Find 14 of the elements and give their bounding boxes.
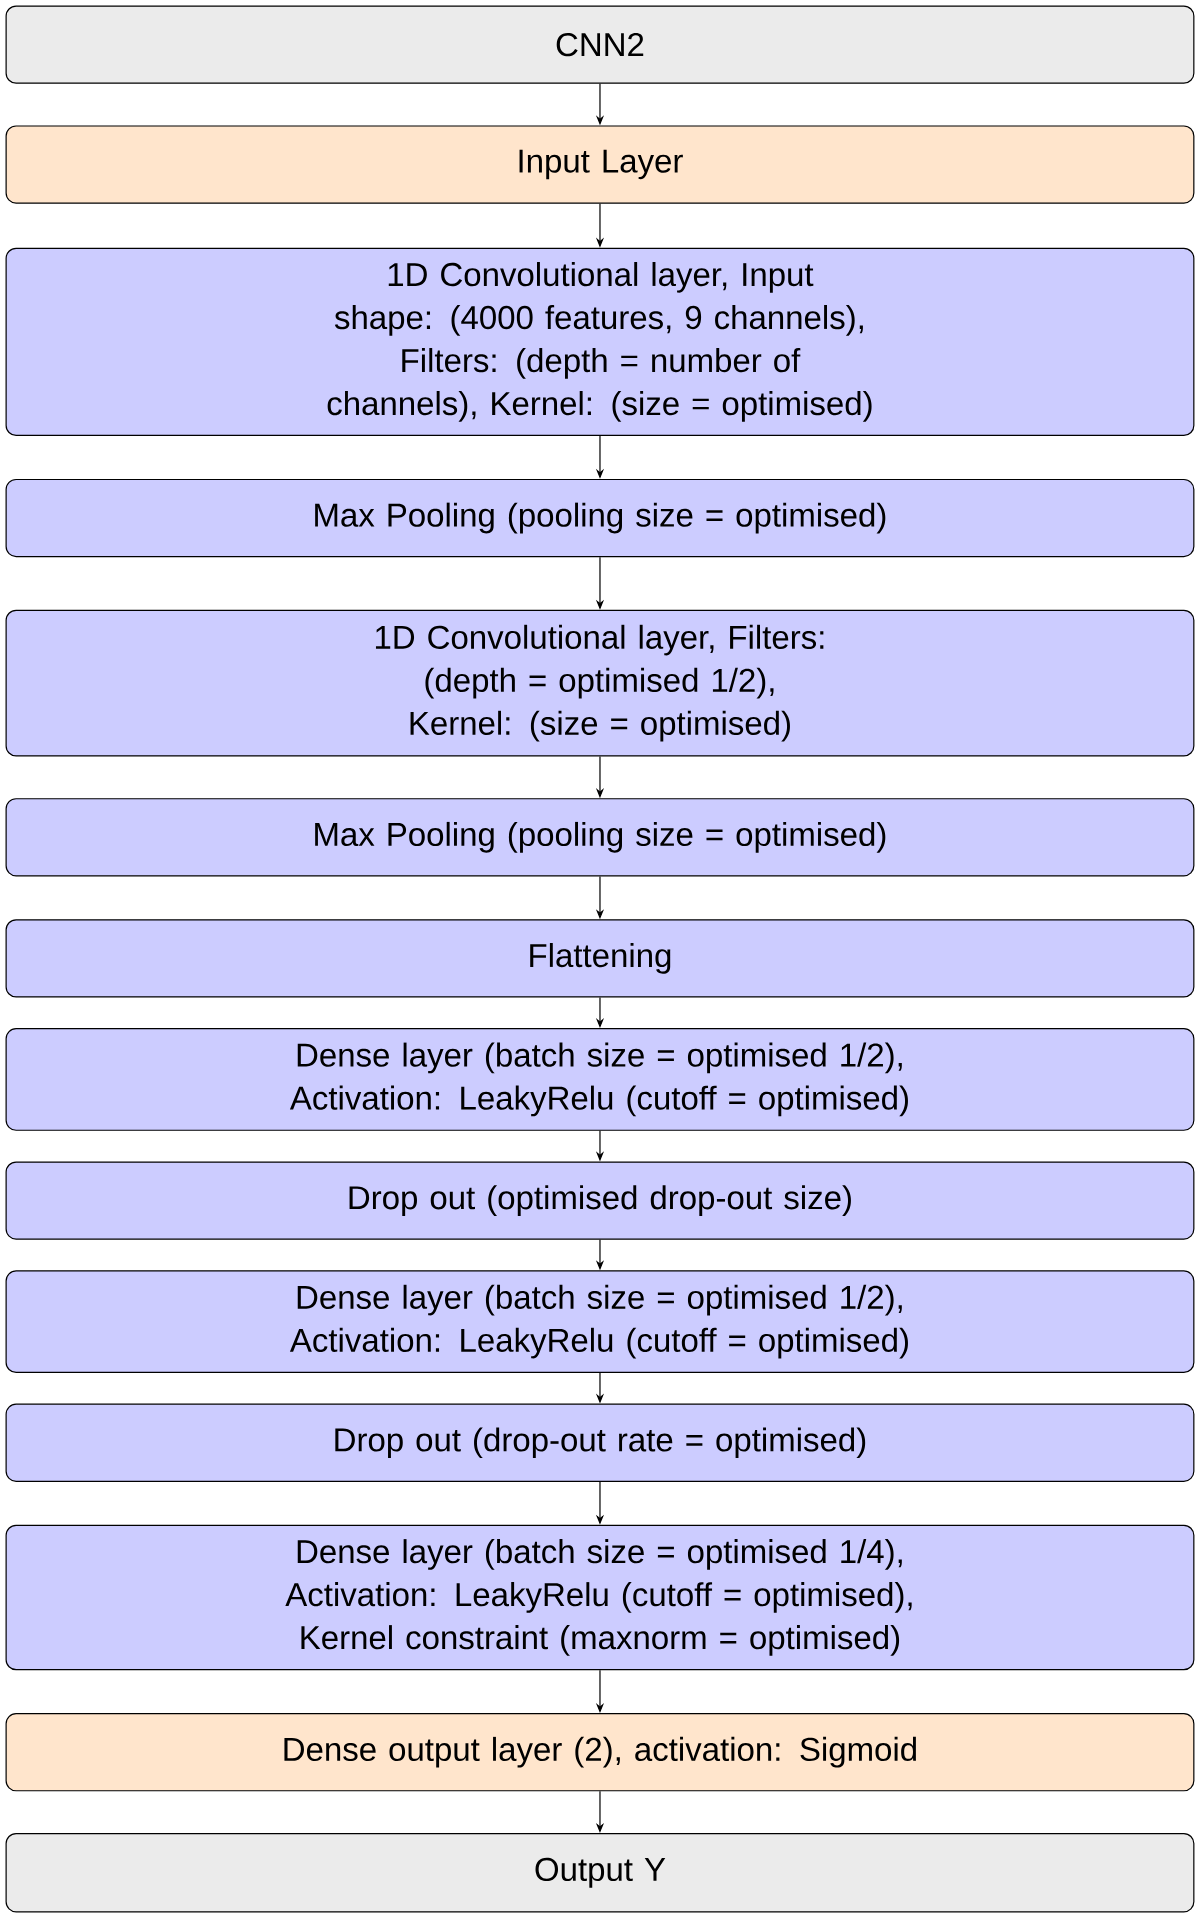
layer-box: Max Pooling (pooling size = optimised) xyxy=(5,798,1195,877)
terminal-box: Output Y xyxy=(5,1832,1195,1913)
layer-box: Dense layer (batch size = optimised 1/4), Activation: LeakyRelu (cutoff = optimised), Kernel constraint (maxnorm = optimised) xyxy=(5,1524,1195,1671)
layer-box: 1D Convolutional layer, Input shape: (4000 features, 9 channels), Filters: (depth = number of channels), Kernel: (size = optimised) xyxy=(5,247,1195,437)
terminal-box: CNN2 xyxy=(5,5,1195,84)
layer-box: Drop out (drop-out rate = optimised) xyxy=(5,1403,1195,1482)
layer-box: Max Pooling (pooling size = optimised) xyxy=(5,478,1195,558)
layer-box: Flattening xyxy=(5,919,1195,998)
io-layer-box: Dense output layer (2), activation: Sigmoid xyxy=(5,1713,1195,1792)
layer-box: Dense layer (batch size = optimised 1/2), Activation: LeakyRelu (cutoff = optimised) xyxy=(5,1270,1195,1373)
layer-box: Drop out (optimised drop-out size) xyxy=(5,1161,1195,1240)
io-layer-box: Input Layer xyxy=(5,125,1195,204)
layer-box: 1D Convolutional layer, Filters: (depth = optimised 1/2), Kernel: (size = optimised) xyxy=(5,609,1195,757)
layer-box: Dense layer (batch size = optimised 1/2), Activation: LeakyRelu (cutoff = optimised) xyxy=(5,1028,1195,1131)
